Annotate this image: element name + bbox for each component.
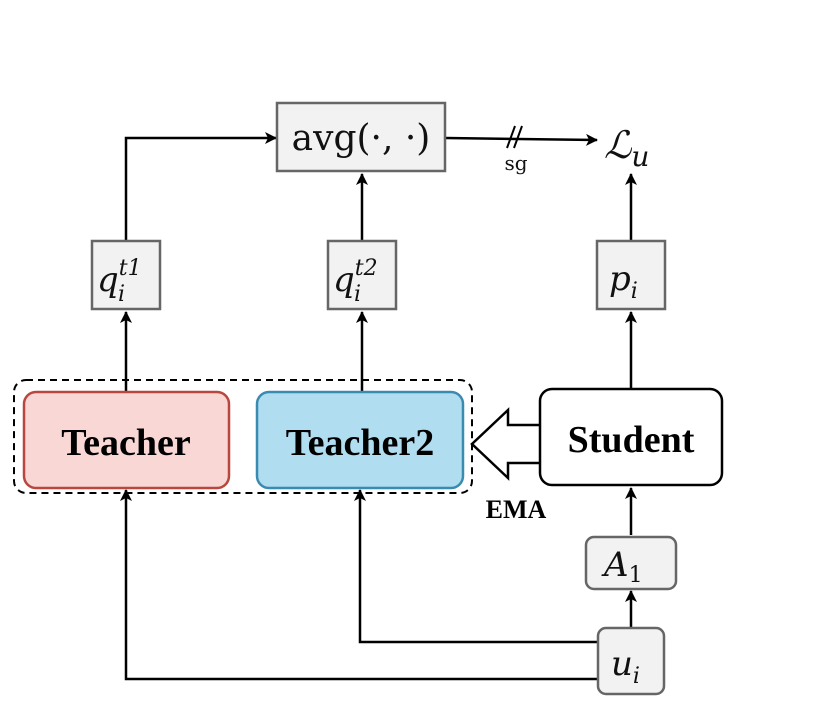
student-node-box	[538, 387, 724, 487]
teacher2-node-box	[255, 390, 465, 490]
u-base: u	[611, 644, 633, 684]
q1-node-label: qt1	[97, 256, 142, 300]
stop-grad-mark	[506, 125, 516, 149]
u-node-box	[596, 626, 666, 696]
p-node-box	[595, 239, 667, 311]
edge-u-to-teacher	[120, 489, 598, 681]
avg-node-label: avg(·, ·)	[292, 118, 431, 159]
teacher-node-label: Teacher	[61, 422, 191, 464]
ema-label: EMA	[486, 495, 547, 524]
q1-sub: i	[118, 282, 125, 307]
teacher2-node-label: Teacher2	[286, 422, 434, 464]
teacher-group-frame	[13, 379, 473, 494]
edge-u-to-teacher2	[354, 489, 598, 644]
q1-base: q	[97, 260, 119, 300]
q2-node-label: qt2	[333, 256, 378, 300]
teacher-node-box	[22, 390, 231, 490]
loss-base: ℒ	[604, 123, 633, 167]
a1-node-label: A1	[601, 545, 643, 588]
stop-grad-label: sg	[504, 151, 527, 175]
p-node-label: pi	[609, 259, 638, 304]
loss-label: ℒu	[604, 123, 649, 173]
a1-node-box	[584, 535, 678, 591]
ema-arrow	[470, 407, 540, 481]
u-sub: i	[633, 664, 640, 689]
q2-sup: t2	[355, 256, 378, 281]
student-node-label: Student	[568, 419, 695, 461]
q1-sup: t1	[119, 256, 142, 281]
q2-sub: i	[354, 282, 361, 307]
q1-node-box	[90, 239, 162, 311]
a1-sub: 1	[629, 563, 643, 588]
edges	[120, 125, 637, 681]
avg-node-box	[275, 101, 447, 173]
u-node-label: ui	[611, 644, 640, 689]
p-sub: i	[631, 279, 638, 304]
p-base: p	[609, 259, 631, 299]
a1-base: A	[601, 545, 629, 585]
loss-sub: u	[631, 140, 649, 173]
q2-base: q	[333, 260, 355, 300]
q2-node-box	[326, 239, 398, 311]
edge-q1-to-avg	[124, 132, 277, 240]
edge-avg-to-loss	[445, 133, 598, 146]
